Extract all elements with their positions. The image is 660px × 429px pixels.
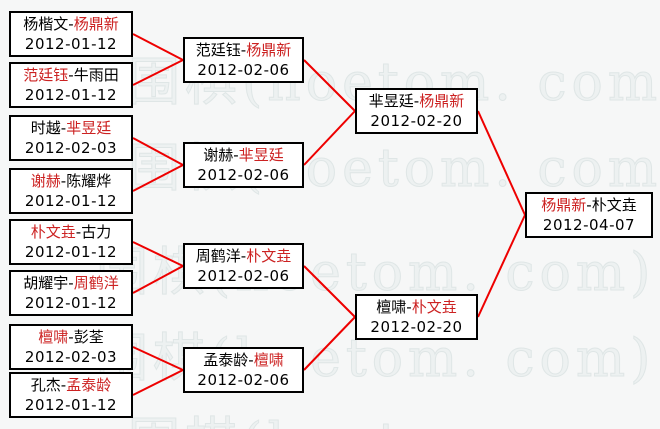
match-date: 2012-02-20 <box>370 318 463 336</box>
match-players: 胡耀宇-周鹤洋 <box>23 274 119 292</box>
match-date: 2012-02-06 <box>197 267 290 285</box>
match-players: 檀啸-朴文垚 <box>376 298 457 316</box>
match-date: 2012-01-12 <box>24 86 118 104</box>
match-box-r1-8: 孔杰-孟泰龄 2012-01-12 <box>9 372 133 418</box>
match-date: 2012-01-12 <box>24 35 118 53</box>
match-date: 2012-02-03 <box>24 348 118 366</box>
match-date: 2012-02-06 <box>197 371 290 389</box>
match-box-r2-3: 周鹤洋-朴文垚 2012-02-06 <box>183 243 304 289</box>
match-date: 2012-02-20 <box>370 112 463 130</box>
match-date: 2012-04-07 <box>542 216 636 234</box>
match-box-r1-1: 杨楷文-杨鼎新 2012-01-12 <box>9 11 133 57</box>
match-box-final: 杨鼎新-朴文垚 2012-04-07 <box>525 192 653 238</box>
match-players: 檀啸-彭荃 <box>38 328 104 346</box>
match-players: 杨鼎新-朴文垚 <box>541 196 637 214</box>
match-players: 杨楷文-杨鼎新 <box>23 15 119 33</box>
match-players: 范廷钰-牛雨田 <box>23 66 119 84</box>
match-date: 2012-01-12 <box>24 294 118 312</box>
match-box-r1-7: 檀啸-彭荃 2012-02-03 <box>9 324 133 370</box>
match-players: 孔杰-孟泰龄 <box>30 376 112 394</box>
match-players: 时越-芈昱廷 <box>30 119 112 137</box>
match-date: 2012-01-12 <box>24 192 118 210</box>
match-box-sf-2: 檀啸-朴文垚 2012-02-20 <box>355 294 478 340</box>
match-box-sf-1: 芈昱廷-杨鼎新 2012-02-20 <box>355 88 478 134</box>
match-players: 谢赫-芈昱廷 <box>203 146 284 164</box>
watermark-text: 围棋(hoetom. com) <box>127 400 660 429</box>
match-box-r1-4: 谢赫-陈耀烨 2012-01-12 <box>9 168 133 214</box>
match-date: 2012-02-06 <box>197 166 290 184</box>
match-players: 朴文垚-古力 <box>30 223 112 241</box>
match-box-r1-5: 朴文垚-古力 2012-01-12 <box>9 219 133 265</box>
match-box-r2-1: 范廷钰-杨鼎新 2012-02-06 <box>183 37 304 83</box>
match-box-r1-6: 胡耀宇-周鹤洋 2012-01-12 <box>9 270 133 316</box>
match-date: 2012-01-12 <box>24 396 118 414</box>
match-date: 2012-01-12 <box>24 243 118 261</box>
match-date: 2012-02-06 <box>197 61 290 79</box>
match-players: 孟泰龄-檀啸 <box>203 351 284 369</box>
match-box-r1-2: 范廷钰-牛雨田 2012-01-12 <box>9 62 133 108</box>
match-box-r2-2: 谢赫-芈昱廷 2012-02-06 <box>183 142 304 188</box>
match-date: 2012-02-03 <box>24 139 118 157</box>
match-players: 范廷钰-杨鼎新 <box>195 41 292 59</box>
match-players: 芈昱廷-杨鼎新 <box>368 92 465 110</box>
match-players: 谢赫-陈耀烨 <box>30 172 112 190</box>
match-players: 周鹤洋-朴文垚 <box>195 247 292 265</box>
match-box-r2-4: 孟泰龄-檀啸 2012-02-06 <box>183 347 304 393</box>
match-box-r1-3: 时越-芈昱廷 2012-02-03 <box>9 115 133 161</box>
